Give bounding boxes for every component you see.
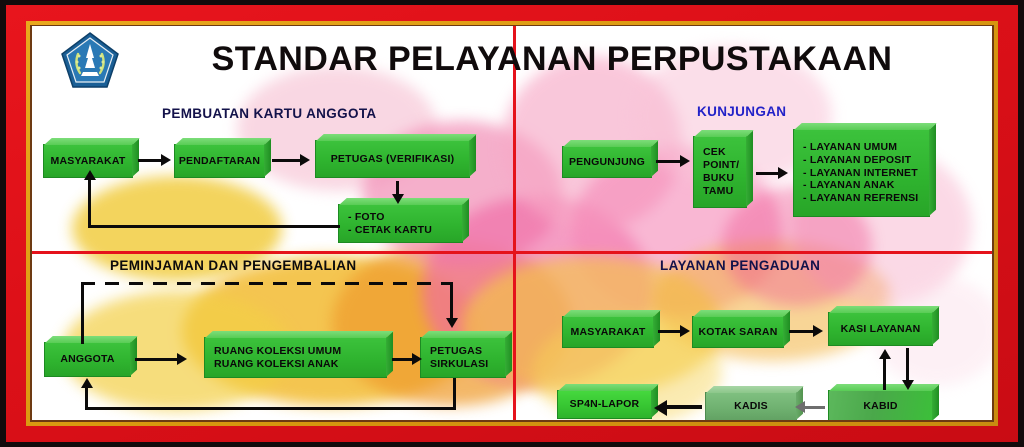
layanan-item: - LAYANAN ANAK <box>803 179 895 192</box>
arrowhead-down <box>446 318 458 328</box>
arrowhead-right <box>778 167 788 179</box>
arrow-kabid-to-kadis <box>803 406 825 409</box>
arrowhead-down <box>902 380 914 390</box>
arrow-masyarakat-to-kotak <box>658 330 682 333</box>
arrow-masyarakat-to-pendaftaran <box>138 159 162 162</box>
tamu-label: TAMU <box>703 184 734 197</box>
arrow-anggota-to-ruang <box>135 358 179 361</box>
arrowhead-up <box>84 170 96 180</box>
dashed-route-right-drop <box>450 282 453 320</box>
bali-regency-emblem-icon <box>59 30 121 92</box>
point-label: POINT/ <box>703 159 740 172</box>
arrow-petugas-to-foto <box>396 181 399 196</box>
node-petugas-verifikasi: PETUGAS (VERIFIKASI) <box>315 140 470 178</box>
heading-peminjaman: PEMINJAMAN DAN PENGEMBALIAN <box>110 258 357 273</box>
sirkulasi-label: SIRKULASI <box>430 357 489 370</box>
arrowhead-right <box>412 353 422 365</box>
petugas-label: PETUGAS <box>430 344 483 357</box>
node-kotak-saran: KOTAK SARAN <box>692 316 784 348</box>
arrow-kasi-to-kabid-down <box>906 348 909 382</box>
node-layanan-list: - LAYANAN UMUM- LAYANAN DEPOSIT- LAYANAN… <box>793 129 930 217</box>
arrowhead-right <box>680 155 690 167</box>
arrowhead-left <box>654 400 667 416</box>
poster-board: STANDAR PELAYANAN PERPUSTAKAAN PEMBUATAN… <box>32 26 992 420</box>
cetak-kartu-label: - CETAK KARTU <box>348 223 433 236</box>
arrow-pengunjung-to-cekpoint <box>656 160 682 163</box>
arrowhead-right <box>813 325 823 337</box>
foto-label: - FOTO <box>348 210 385 223</box>
node-kabid: KABID <box>828 390 933 420</box>
node-foto-cetak-kartu: - FOTO - CETAK KARTU <box>338 204 463 243</box>
cek-label: CEK <box>703 146 726 159</box>
node-pengunjung: PENGUNJUNG <box>562 146 652 178</box>
layanan-item: - LAYANAN REFRENSI <box>803 192 919 205</box>
feedback-line-horizontal <box>88 225 340 228</box>
arrow-pendaftaran-to-petugas <box>272 159 301 162</box>
heading-member-card: PEMBUATAN KARTU ANGGOTA <box>162 106 377 121</box>
arrowhead-down <box>392 194 404 204</box>
layanan-item: - LAYANAN INTERNET <box>803 166 918 179</box>
heading-kunjungan: KUNJUNGAN <box>697 104 787 119</box>
divider-horizontal <box>32 251 992 254</box>
node-masyarakat-complaint: MASYARAKAT <box>562 316 654 348</box>
node-sp4n-lapor: SP4N-LAPOR <box>557 390 652 419</box>
arrow-kadis-to-sp4n <box>666 405 702 409</box>
arrowhead-right <box>680 325 690 337</box>
arrowhead-left <box>795 401 805 413</box>
node-anggota: ANGGOTA <box>44 342 131 377</box>
node-kadis: KADIS <box>705 392 797 420</box>
return-loop-horizontal <box>85 407 456 410</box>
arrowhead-right <box>161 154 171 166</box>
heading-pengaduan: LAYANAN PENGADUAN <box>660 258 821 273</box>
return-loop-right-riser <box>453 378 456 410</box>
arrow-kabid-to-kasi-up <box>883 356 886 390</box>
node-petugas-sirkulasi: PETUGAS SIRKULASI <box>420 337 506 378</box>
arrowhead-right <box>300 154 310 166</box>
layanan-item: - LAYANAN UMUM <box>803 141 898 153</box>
node-cek-point-buku-tamu: CEK POINT/ BUKU TAMU <box>693 136 747 208</box>
node-ruang-koleksi: RUANG KOLEKSI UMUM RUANG KOLEKSI ANAK <box>204 337 387 378</box>
arrowhead-up <box>81 378 93 388</box>
arrow-ruang-to-petugas <box>392 358 414 361</box>
arrow-cekpoint-to-layanan <box>756 172 780 175</box>
layanan-item: - LAYANAN DEPOSIT <box>803 153 912 166</box>
arrowhead-right <box>177 353 187 365</box>
divider-vertical <box>513 26 516 420</box>
ruang-anak-label: RUANG KOLEKSI ANAK <box>214 357 339 370</box>
feedback-line-vertical <box>88 178 91 226</box>
return-loop-left-riser <box>85 386 88 409</box>
arrow-kotak-to-kasi <box>789 330 815 333</box>
dashed-route-anggota-to-petugas <box>81 282 453 285</box>
node-pendaftaran: PENDAFTARAN <box>174 144 265 178</box>
buku-label: BUKU <box>703 172 735 184</box>
node-kasi-layanan: KASI LAYANAN <box>828 312 933 346</box>
ruang-umum-label: RUANG KOLEKSI UMUM <box>214 344 342 357</box>
arrowhead-up <box>879 349 891 359</box>
page-title: STANDAR PELAYANAN PERPUSTAKAAN <box>211 40 893 78</box>
dashed-route-left-riser <box>81 282 84 344</box>
